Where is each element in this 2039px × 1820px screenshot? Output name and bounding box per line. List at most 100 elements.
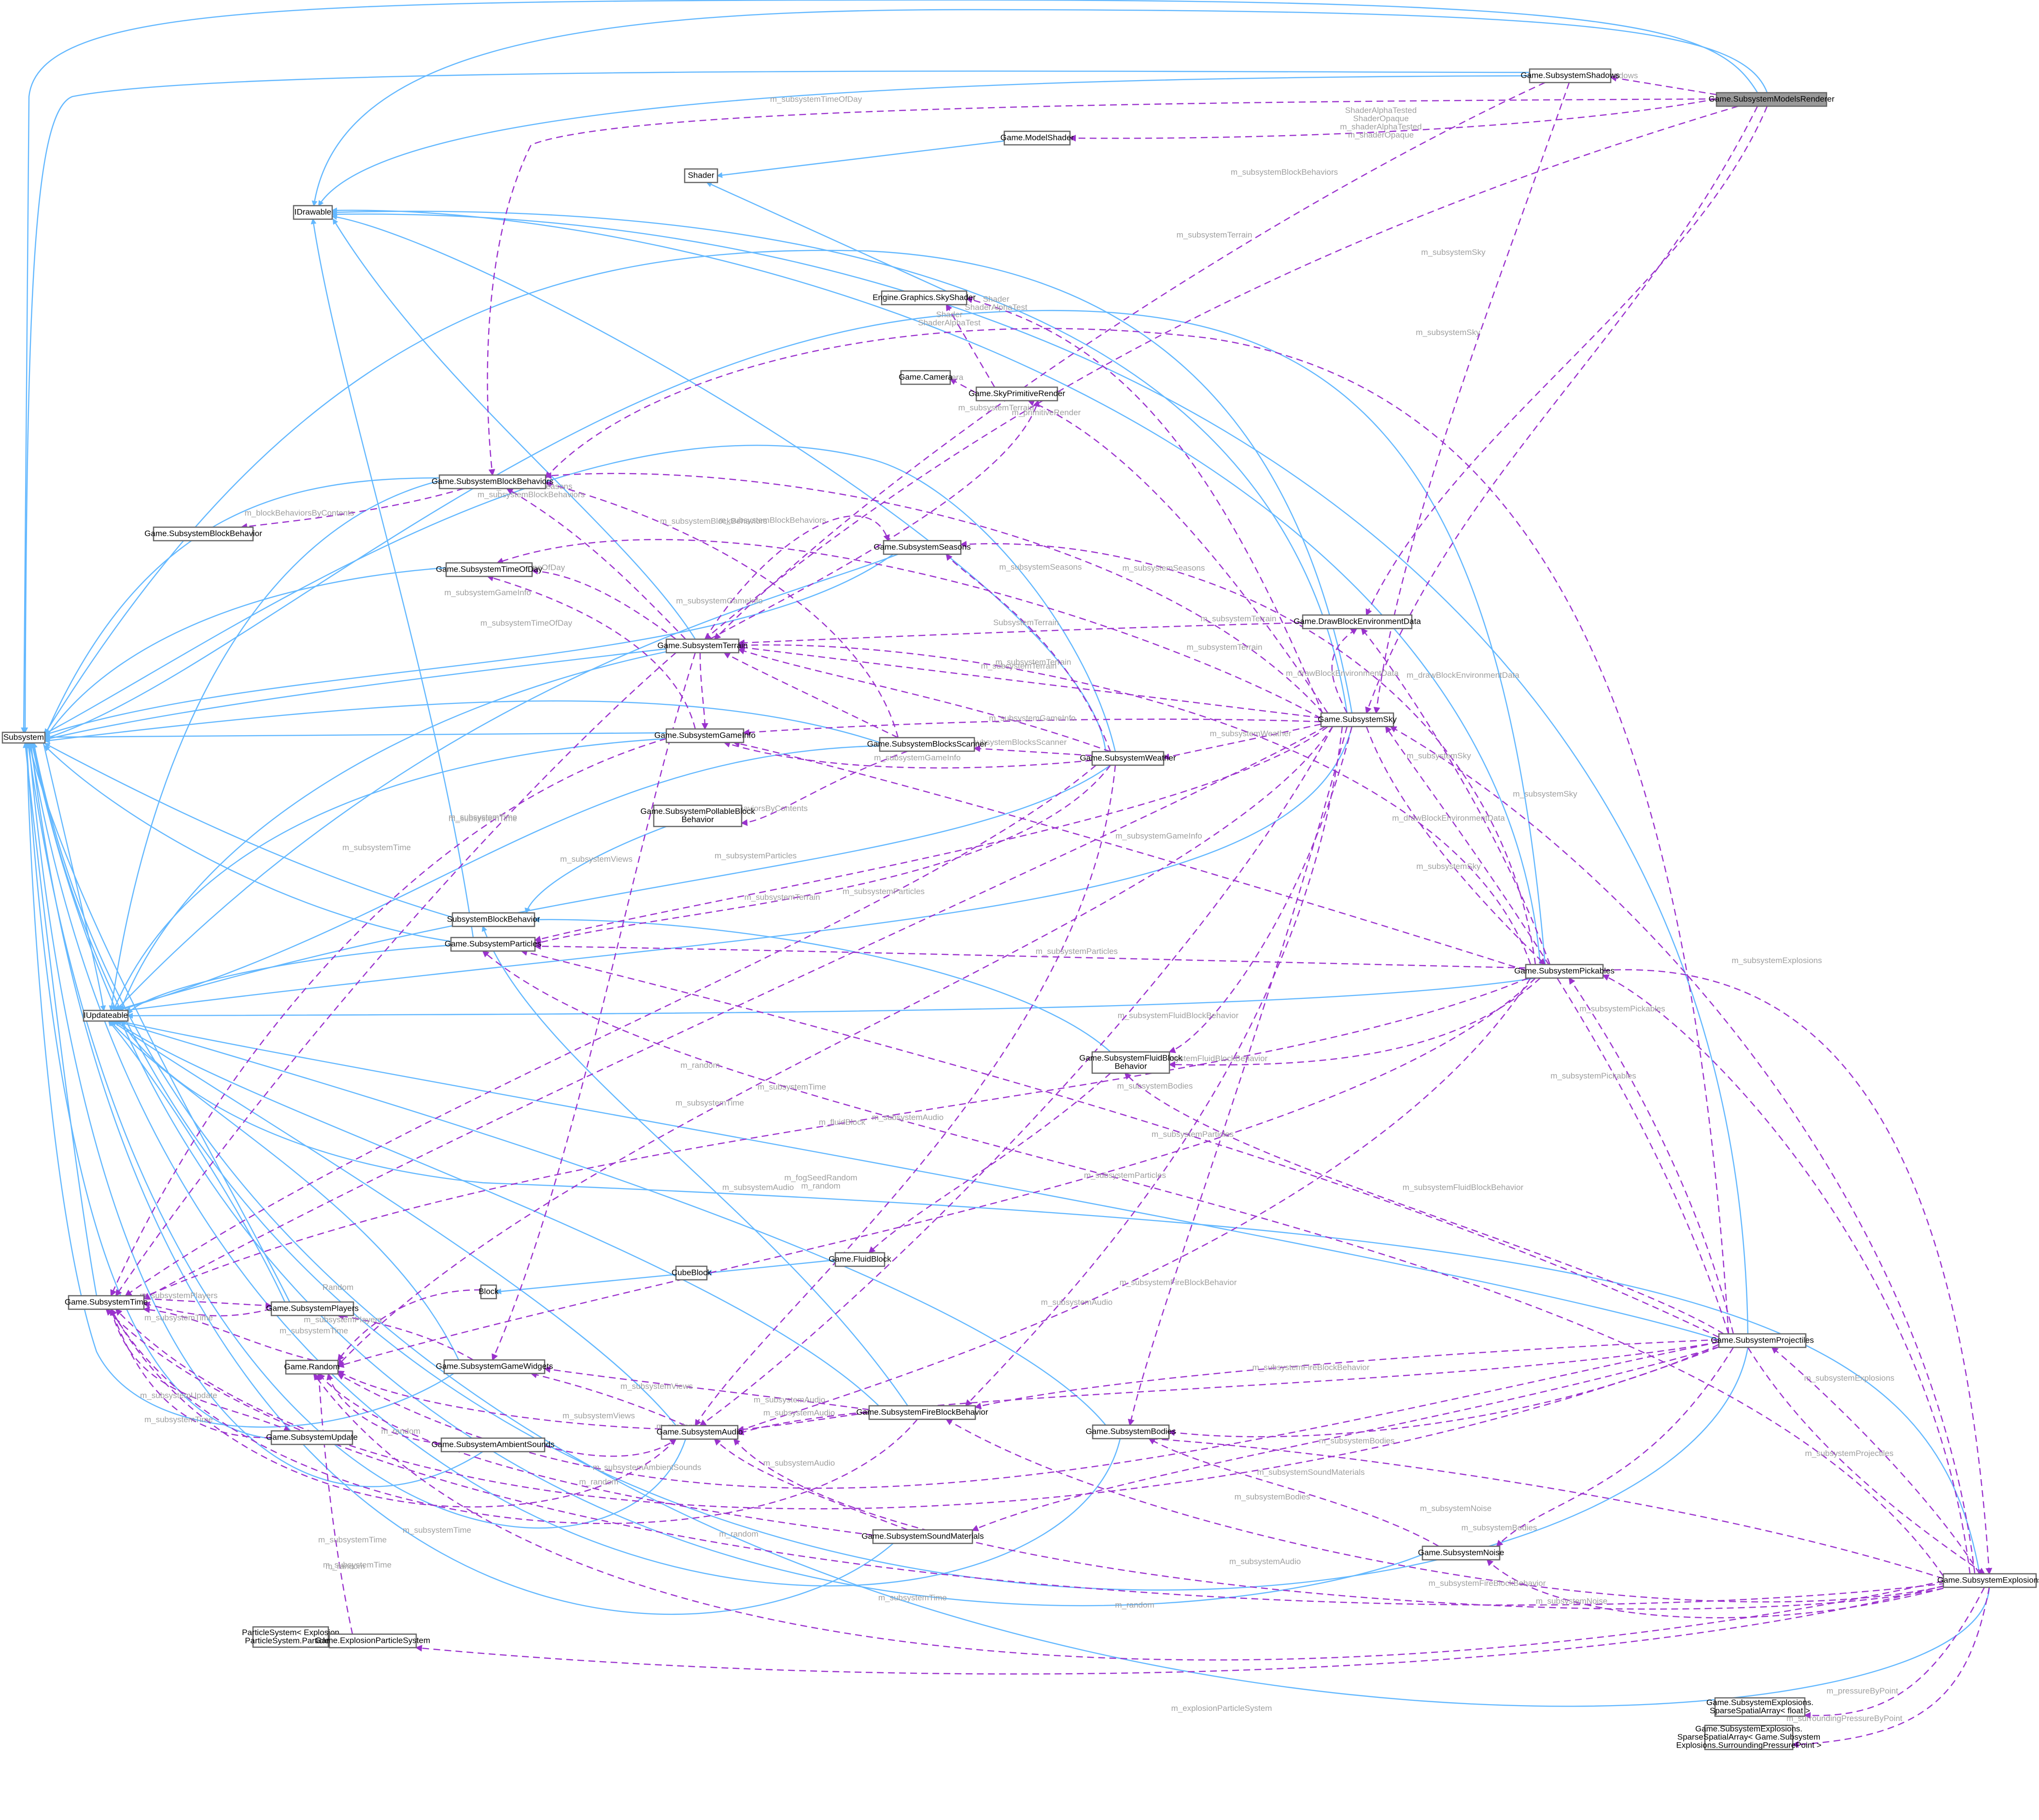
class-node-iupdateable[interactable]: IUpdateable — [83, 1009, 129, 1022]
class-node-ambientsounds[interactable]: Game.SubsystemAmbientSounds — [431, 1437, 555, 1453]
class-node-modelshader[interactable]: Game.ModelShader — [1000, 130, 1074, 146]
inheritance-edge-fireblockbehavior-to-subsystemblockbehavior — [481, 925, 908, 1406]
class-node-pickables[interactable]: Game.SubsystemPickables — [1514, 964, 1615, 979]
class-node-idrawable[interactable]: IDrawable — [293, 205, 333, 220]
class-node-blockbehaviors[interactable]: Game.SubsystemBlockBehaviors — [432, 474, 553, 490]
node-label: Game.SubsystemSeasons — [873, 543, 970, 552]
edge-label: m_subsystemTimeOfDay — [770, 95, 862, 104]
class-node-gameinfo[interactable]: Game.SubsystemGameInfo — [654, 728, 756, 743]
class-node-audio[interactable]: Game.SubsystemAudio — [657, 1425, 743, 1440]
edge-label: m_subsystemAudio — [722, 1183, 794, 1192]
usage-edge-terrain-to-gameinfo — [699, 652, 708, 730]
usage-edge-gamewidgets-to-players — [337, 1313, 474, 1361]
inheritance-edge-projectiles-to-idrawable — [331, 211, 1749, 1334]
node-box — [252, 1626, 329, 1648]
class-node-noise[interactable]: Game.SubsystemNoise — [1418, 1545, 1505, 1561]
class-node-blocksscanner[interactable]: Game.SubsystemBlocksScanner — [867, 737, 987, 752]
node-label: Subsystem — [3, 733, 44, 742]
class-node-fireblockbehavior[interactable]: Game.SubsystemFireBlockBehavior — [856, 1405, 988, 1420]
class-node-gamewidgets[interactable]: Game.SubsystemGameWidgets — [436, 1359, 553, 1374]
node-label: Shader — [688, 171, 715, 180]
class-node-subsystem[interactable]: Subsystem — [1, 731, 46, 744]
inheritance-edge-subsystemblockbehavior-to-subsystem — [44, 742, 453, 918]
class-node-shadows[interactable]: Game.SubsystemShadows — [1520, 68, 1620, 84]
node-label: Game.SubsystemModelsRenderer — [1709, 95, 1835, 104]
edge-label: m_blockBehaviorsByContents — [245, 508, 354, 518]
node-label: Game.SubsystemAmbientSounds — [431, 1440, 554, 1449]
class-node-random[interactable]: Game.Random — [284, 1359, 340, 1375]
edge-label: m_subsystemPickables — [1550, 1071, 1636, 1080]
inheritance-edge-weather-to-iupdateable — [115, 765, 1111, 1012]
edge-label: m_drawBlockEnvironmentData — [1392, 813, 1505, 823]
class-node-shader[interactable]: Shader — [684, 168, 718, 183]
class-node-particles[interactable]: Game.SubsystemParticles — [445, 937, 541, 952]
class-node-projectiles[interactable]: Game.SubsystemProjectiles — [1711, 1333, 1814, 1348]
node-label: Game.SubsystemPlayers — [266, 1304, 359, 1313]
class-node-fluidblock[interactable]: Game.FluidBlock — [829, 1252, 891, 1267]
class-node-explosionparticlesystem[interactable]: Game.ExplosionParticleSystem — [315, 1633, 430, 1649]
node-label: Game.SubsystemAudio — [657, 1428, 743, 1437]
edge-label: m_surroundingPressureByPoint — [1786, 1714, 1902, 1723]
class-node-bodies[interactable]: Game.SubsystemBodies — [1085, 1424, 1176, 1440]
edge-label: m_subsystemTime — [318, 1535, 387, 1544]
edge-label: m_subsystemTime — [144, 1313, 213, 1322]
class-node-terrain[interactable]: Game.SubsystemTerrain — [657, 638, 748, 654]
usage-edge-audio-to-random — [337, 1370, 662, 1430]
class-node-subsystemtime[interactable]: Game.SubsystemTime — [65, 1295, 148, 1310]
usage-edge-explosions-to-projectiles — [1771, 1346, 1981, 1574]
edge-label: m_subsystemGameInfo — [444, 588, 531, 597]
node-label: Game.SubsystemFireBlockBehavior — [856, 1408, 988, 1417]
usage-edge-sky-to-drawblockenv — [1331, 628, 1358, 714]
node-label: Game.Camera — [899, 373, 953, 382]
inheritance-edge-particles-to-idrawable — [310, 218, 474, 938]
node-label: Game.Random — [284, 1362, 339, 1372]
class-node-modelsrenderer[interactable]: Game.SubsystemModelsRenderer — [1709, 92, 1835, 107]
class-node-subsystemblockbehavior[interactable]: SubsystemBlockBehavior — [447, 912, 540, 927]
edge-label: m_subsystemViews — [620, 1382, 693, 1391]
node-box — [883, 540, 962, 555]
usage-edge-blocksscanner-to-blockbehaviors — [545, 481, 899, 738]
node-box — [653, 804, 743, 827]
class-node-weather[interactable]: Game.SubsystemWeather — [1080, 751, 1176, 766]
class-node-skyprimitive[interactable]: Game.SkyPrimitiveRender — [969, 386, 1066, 402]
class-node-soundmaterials[interactable]: Game.SubsystemSoundMaterials — [861, 1529, 984, 1544]
inheritance-edge-pickables-to-iupdateable — [127, 977, 1536, 1019]
inheritance-edge-fluidblockbehavior-to-subsystemblockbehavior — [534, 916, 1111, 1052]
class-node-players[interactable]: Game.SubsystemPlayers — [266, 1301, 359, 1316]
edge-label: m_subsystemTime — [449, 814, 517, 823]
node-box — [1942, 1573, 2037, 1588]
node-box — [1714, 1697, 1806, 1717]
class-node-cubeblock[interactable]: CubeBlock — [672, 1265, 712, 1281]
usage-edge-projectiles-to-bodies — [1168, 1344, 1719, 1438]
inheritance-edge-gameinfo-to-iupdateable — [112, 738, 667, 1011]
class-node-blockbehavior_game[interactable]: Game.SubsystemBlockBehavior — [144, 526, 262, 542]
class-node-update[interactable]: Game.SubsystemUpdate — [266, 1430, 358, 1445]
class-node-drawblockenv[interactable]: Game.DrawBlockEnvironmentData — [1294, 614, 1421, 630]
node-label: Game.SubsystemProjectiles — [1711, 1336, 1814, 1345]
edge-label: m_subsystemTerrain — [981, 661, 1057, 671]
node-label: Game.SubsystemTime — [65, 1298, 148, 1307]
edge-label: m_subsystemSky — [1416, 862, 1481, 871]
node-label: Game.SubsystemExplosions.SparseSpatialAr… — [1706, 1698, 1814, 1715]
edge-label: m_subsystemGameInfo — [676, 596, 763, 605]
edge-label: m_subsystemExplosions — [1804, 1373, 1894, 1383]
class-node-explosions[interactable]: Game.SubsystemExplosions — [1937, 1573, 2039, 1588]
class-node-sparsefloat[interactable]: Game.SubsystemExplosions.SparseSpatialAr… — [1706, 1697, 1814, 1717]
usage-edge-pickables-to-audio — [737, 978, 1532, 1433]
edge-label: m_subsystemExplosions — [1731, 956, 1822, 965]
class-node-sparsepoint[interactable]: Game.SubsystemExplosions.SparseSpatialAr… — [1676, 1724, 1822, 1750]
node-label: Game.SubsystemShadows — [1520, 71, 1619, 80]
node-box — [872, 1529, 973, 1544]
class-node-camera[interactable]: Game.Camera — [899, 370, 953, 385]
class-node-block[interactable]: Block — [478, 1284, 499, 1300]
class-node-seasons[interactable]: Game.SubsystemSeasons — [873, 540, 971, 555]
usage-edge-projectiles-to-explosions — [1747, 1347, 1985, 1575]
class-node-sky[interactable]: Game.SubsystemSky — [1318, 712, 1397, 728]
class-node-skyshader[interactable]: Engine.Graphics.SkyShader — [872, 290, 976, 306]
edge-label: m_subsystemPickables — [1579, 1004, 1665, 1013]
node-label: Game.SubsystemBlocksScanner — [867, 740, 987, 749]
class-node-timeofday[interactable]: Game.SubsystemTimeOfDay — [436, 562, 543, 577]
